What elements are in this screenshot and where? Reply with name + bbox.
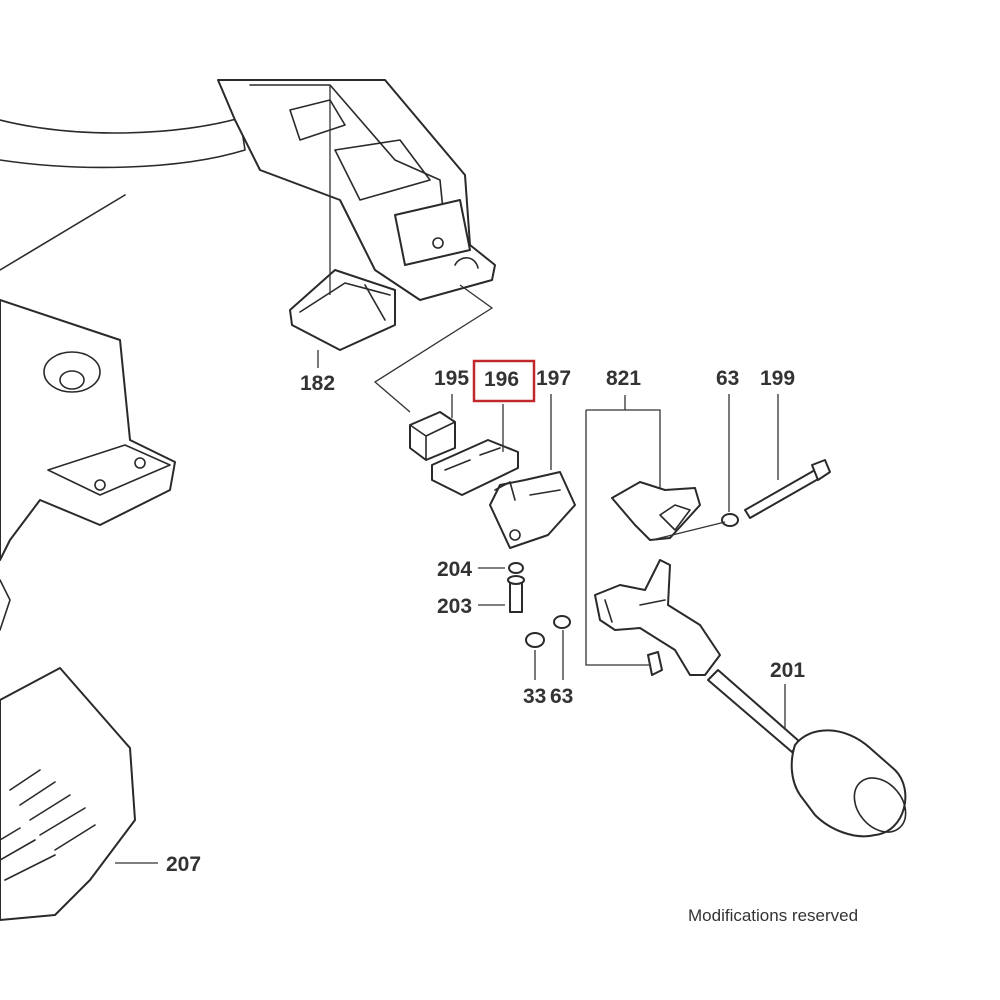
handle-bracket	[594, 559, 721, 676]
label-196[interactable]: 196	[484, 368, 519, 391]
label-199[interactable]: 199	[760, 367, 795, 390]
label-207[interactable]: 207	[166, 853, 201, 876]
saw-base-drawing	[0, 79, 496, 631]
label-182[interactable]: 182	[300, 372, 335, 395]
label-204[interactable]: 204	[437, 558, 472, 581]
label-821[interactable]: 821	[606, 367, 641, 390]
footer-note: Modifications reserved	[688, 906, 858, 925]
label-63-lower[interactable]: 63	[550, 685, 573, 708]
part-199-bolt	[744, 459, 831, 519]
part-203-screw	[507, 575, 525, 613]
part-182-plate	[289, 269, 396, 351]
part-33-nut	[525, 632, 545, 648]
label-197[interactable]: 197	[536, 367, 571, 390]
part-204-washer	[508, 562, 524, 574]
highlight-box-196	[472, 359, 536, 403]
part-197-latch	[489, 471, 576, 549]
part-207-guard	[0, 667, 136, 921]
part-63-washer-lower	[553, 615, 571, 629]
part-196-bracket	[431, 439, 519, 496]
part-201-handle	[707, 669, 907, 838]
part-821-lever	[611, 481, 701, 541]
label-33[interactable]: 33	[523, 685, 546, 708]
label-201[interactable]: 201	[770, 659, 805, 682]
label-63-upper[interactable]: 63	[716, 367, 739, 390]
part-63-washer-upper	[721, 513, 739, 527]
label-203[interactable]: 203	[437, 595, 472, 618]
part-195-block	[409, 411, 456, 461]
leader-lines	[115, 85, 786, 864]
label-195[interactable]: 195	[434, 367, 469, 390]
